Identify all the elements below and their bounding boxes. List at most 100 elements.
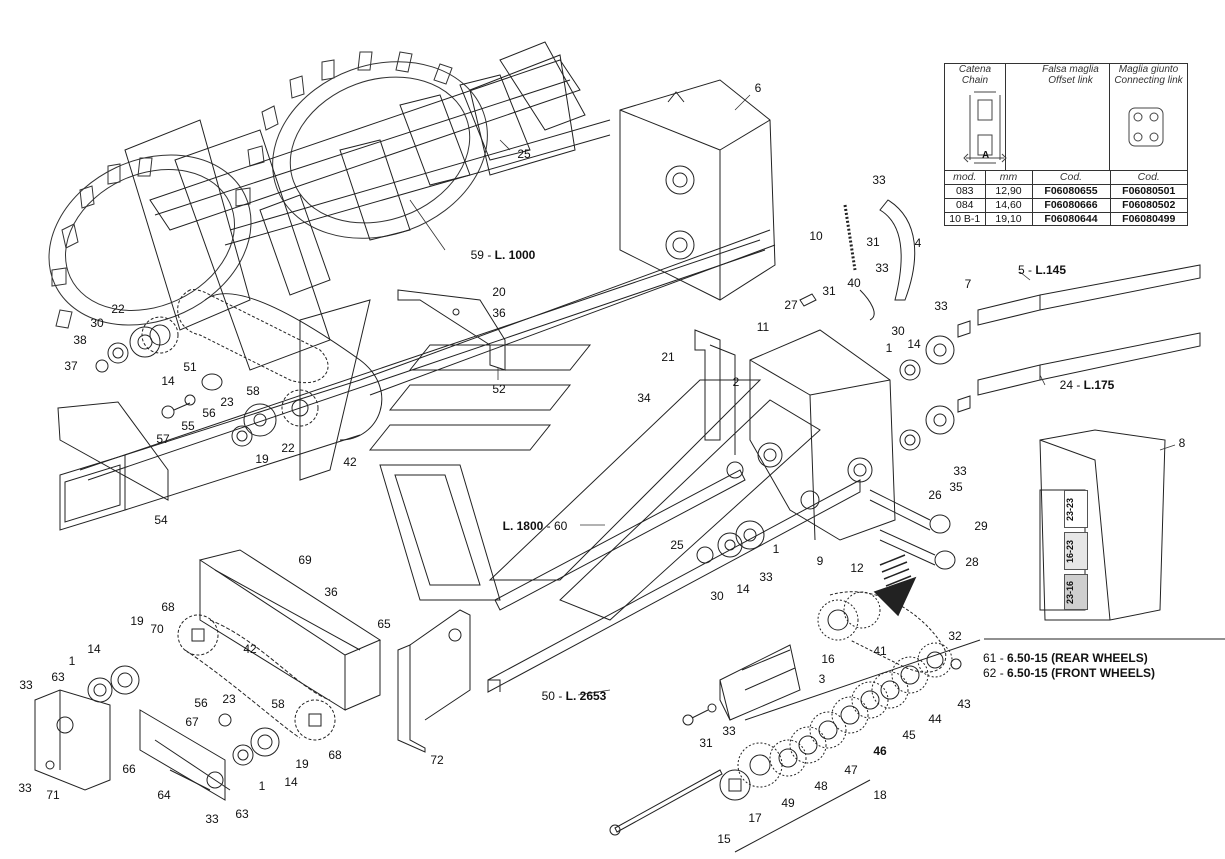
col-mod: mod.	[945, 170, 986, 185]
callout-14a: 14	[907, 337, 921, 351]
gear-stack	[609, 591, 962, 836]
callout-45: 45	[902, 728, 916, 742]
wheel-text: 6.50-15 (FRONT WHEELS)	[1007, 666, 1156, 680]
callout-22a: 22	[111, 302, 125, 316]
dim-24: 24 - L.175	[1059, 378, 1115, 392]
callout-1a: 1	[885, 341, 893, 355]
leader-lines	[409, 94, 1176, 696]
decal-16-23: 16-23	[1064, 532, 1088, 570]
callout-58a: 58	[246, 384, 260, 398]
callout-49: 49	[781, 796, 795, 810]
decal-23-23: 23-23	[1064, 490, 1088, 528]
callout-68b: 68	[328, 748, 342, 762]
callout-69: 69	[298, 553, 312, 567]
callout-72: 72	[430, 753, 444, 767]
dim-num: 24	[1059, 378, 1073, 392]
dimension-a-label: A	[982, 150, 990, 161]
bracket-72	[397, 609, 471, 753]
cell-offset: F06080666	[1032, 198, 1111, 213]
callout-31c: 31	[699, 736, 713, 750]
callout-10: 10	[809, 229, 823, 243]
chain-code-table: mod. mm Cod. Cod. 083 12,90 F06080655 F0…	[945, 170, 1187, 226]
bar-60	[494, 469, 746, 611]
callout-65: 65	[377, 617, 391, 631]
offset-link-header-en: Offset link	[1048, 75, 1093, 86]
cell-mm: 12,90	[985, 184, 1033, 199]
bracket-66	[139, 709, 280, 801]
bolts-29-28	[869, 489, 956, 570]
bracket-21	[694, 329, 736, 455]
callout-7: 7	[964, 277, 972, 291]
callout-14d: 14	[87, 642, 101, 656]
callout-51: 51	[183, 360, 197, 374]
dim-num: 60	[554, 519, 568, 533]
bearings-right	[899, 335, 955, 451]
callout-1c: 1	[68, 654, 76, 668]
callout-11: 11	[756, 320, 770, 334]
callout-33e: 33	[759, 570, 773, 584]
callout-27: 27	[784, 298, 798, 312]
callout-47: 47	[844, 763, 858, 777]
dim-num: 59	[470, 248, 484, 262]
callout-42b: 42	[243, 642, 257, 656]
cell-mod: 10 B-1	[945, 212, 986, 226]
callout-30b: 30	[90, 316, 104, 330]
shafts-5-24	[957, 264, 1201, 413]
callout-28: 28	[965, 555, 979, 569]
callout-3: 3	[818, 672, 826, 686]
chain-header-it: Catena	[958, 64, 992, 75]
callout-20: 20	[492, 285, 506, 299]
chain-header-en: Chain	[961, 75, 989, 86]
cover-8	[1039, 429, 1166, 621]
gearbox-6	[619, 79, 776, 301]
col-mm: mm	[985, 170, 1033, 185]
plate-52	[397, 289, 506, 371]
sprocket-68-chain	[177, 614, 336, 741]
callout-33h: 33	[205, 812, 219, 826]
sprocket-left-group	[95, 316, 319, 447]
callout-33i: 33	[722, 724, 736, 738]
callout-32: 32	[948, 629, 962, 643]
callout-67: 67	[185, 715, 199, 729]
callout-1d: 1	[258, 779, 266, 793]
dim-num: 5	[1017, 263, 1025, 277]
connecting-link-header-en: Connecting link	[1114, 75, 1183, 86]
callout-58b: 58	[271, 697, 285, 711]
callout-37: 37	[64, 359, 78, 373]
callout-30c: 30	[710, 589, 724, 603]
cell-connecting: F06080499	[1110, 212, 1187, 226]
callout-14e: 14	[284, 775, 298, 789]
dim-50: 50 - L. 2653	[541, 689, 607, 703]
cell-mod: 083	[945, 184, 986, 199]
callout-2: 2	[732, 375, 740, 389]
callout-48: 48	[814, 779, 828, 793]
callout-19b: 19	[130, 614, 144, 628]
cell-mm: 14,60	[985, 198, 1033, 213]
callout-25a: 25	[517, 147, 531, 161]
callout-16: 16	[821, 652, 835, 666]
callout-41: 41	[873, 644, 887, 658]
wheel-num: 61	[983, 651, 997, 665]
table-header-row: mod. mm Cod. Cod.	[945, 170, 1187, 185]
callout-33c: 33	[934, 299, 948, 313]
callout-42a: 42	[343, 455, 357, 469]
wheel-line: 61 - 6.50-15 (REAR WHEELS)	[983, 651, 1148, 665]
callout-29: 29	[974, 519, 988, 533]
dim-len: L. 1000	[494, 248, 536, 262]
callout-23b: 23	[222, 692, 236, 706]
cell-offset: F06080644	[1032, 212, 1111, 226]
offset-link-header: Falsa maglia Offset link	[1032, 64, 1110, 170]
callout-40: 40	[847, 276, 861, 290]
table-row: 083 12,90 F06080655 F06080501	[945, 184, 1187, 199]
callout-43: 43	[957, 697, 971, 711]
callout-56a: 56	[202, 406, 216, 420]
table-row: 084 14,60 F06080666 F06080502	[945, 198, 1187, 213]
frame-group	[79, 41, 776, 481]
cell-mm: 19,10	[985, 212, 1033, 226]
wheels-legend: 61 - 6.50-15 (REAR WHEELS) 62 - 6.50-15 …	[983, 651, 1155, 681]
connecting-link-header-it: Maglia giunto	[1118, 64, 1179, 75]
callout-33a: 33	[872, 173, 886, 187]
connecting-link-header: Maglia giunto Connecting link	[1110, 64, 1187, 170]
cell-offset: F06080655	[1032, 184, 1111, 199]
